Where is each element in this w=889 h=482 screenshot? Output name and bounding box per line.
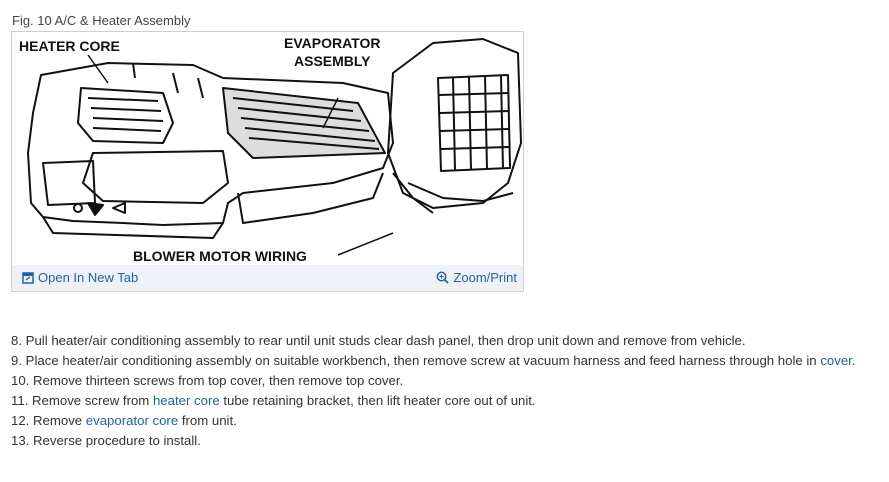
new-tab-icon xyxy=(22,271,34,284)
figure-footer: Open In New Tab Zoom/Print xyxy=(12,265,523,291)
link-cover[interactable]: cover xyxy=(820,353,852,368)
zoom-print-link[interactable]: Zoom/Print xyxy=(436,270,517,285)
figure-container: HEATER CORE EVAPORATOR ASSEMBLY BLOWER M… xyxy=(11,31,524,292)
label-evaporator-line1: EVAPORATOR xyxy=(284,35,380,51)
open-in-new-tab-label: Open In New Tab xyxy=(38,270,139,285)
link-evaporator-core[interactable]: evaporator core xyxy=(85,413,179,428)
step-13: 13. Reverse procedure to install. xyxy=(11,433,201,448)
label-evaporator-line2: ASSEMBLY xyxy=(294,53,371,69)
open-in-new-tab-link[interactable]: Open In New Tab xyxy=(22,270,138,285)
step-11: 11. Remove screw from heater core tube r… xyxy=(11,393,536,408)
zoom-icon xyxy=(436,271,450,284)
zoom-print-label: Zoom/Print xyxy=(453,270,517,285)
ac-heater-assembly-diagram[interactable]: HEATER CORE EVAPORATOR ASSEMBLY BLOWER M… xyxy=(13,33,524,265)
link-heater-core[interactable]: heater core xyxy=(152,393,220,408)
figure-caption: Fig. 10 A/C & Heater Assembly xyxy=(12,13,191,28)
step-9: 9. Place heater/air conditioning assembl… xyxy=(11,353,856,368)
step-12: 12. Remove evaporator core from unit. xyxy=(11,413,237,428)
step-8: 8. Pull heater/air conditioning assembly… xyxy=(11,333,746,348)
step-10: 10. Remove thirteen screws from top cove… xyxy=(11,373,404,388)
label-heater-core: HEATER CORE xyxy=(19,38,120,54)
procedure-steps: 8. Pull heater/air conditioning assembly… xyxy=(11,331,879,451)
label-blower-motor-wiring: BLOWER MOTOR WIRING xyxy=(133,248,307,264)
